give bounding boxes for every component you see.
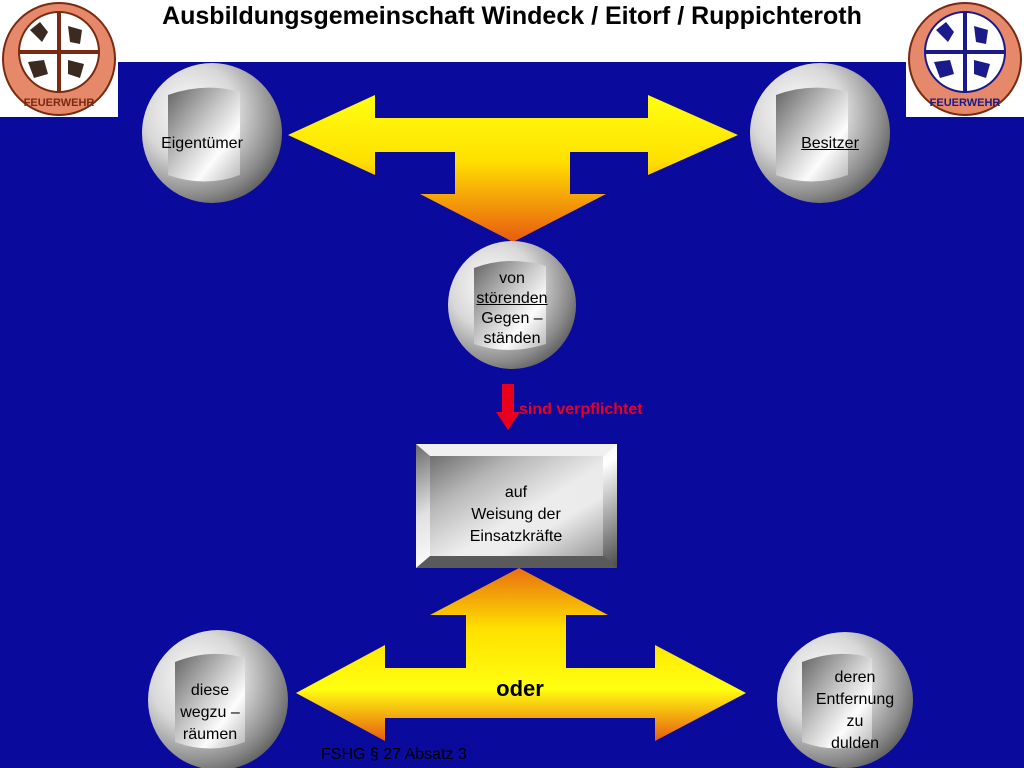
box-weisung	[416, 444, 617, 568]
besitzer-label: Besitzer	[801, 135, 859, 152]
bottom-double-arrow	[296, 568, 746, 741]
wegzu-line-3: räumen	[182, 726, 238, 743]
fire-brigade-logo-left: FEUERWEHR	[0, 0, 118, 117]
stoerend-line-1: von	[499, 270, 525, 287]
header: Ausbildungsgemeinschaft Windeck / Eitorf…	[0, 0, 1024, 62]
oder-label: oder	[496, 676, 544, 701]
dulden-line-4: dulden	[830, 735, 880, 752]
top-double-arrow	[288, 95, 738, 242]
stoerend-line-4: ständen	[483, 330, 541, 347]
down-arrow-icon	[496, 384, 520, 430]
dulden-line-1: deren	[834, 669, 876, 686]
wegzu-line-1: diese	[190, 682, 230, 699]
logo-text: FEUERWEHR	[24, 97, 95, 109]
weisung-label: auf Weisung der Einsatzkräfte	[436, 482, 596, 548]
ball-eigentuemer	[142, 63, 282, 203]
ball-besitzer	[750, 63, 890, 203]
weisung-line-2: Weisung der	[471, 506, 561, 523]
logo-text: FEUERWEHR	[930, 97, 1001, 109]
weisung-line-1: auf	[504, 484, 528, 501]
slide-title: Ausbildungsgemeinschaft Windeck / Eitorf…	[162, 2, 862, 30]
verpflichtet-label: sind verpflichtet	[519, 401, 643, 418]
footer-reference: FSHG § 27 Absatz 3	[321, 746, 467, 763]
ball-dulden	[777, 632, 913, 768]
stoerend-line-2: störenden	[476, 290, 548, 307]
dulden-label: deren Entfernung zu dulden	[790, 667, 920, 755]
dulden-line-3: zu	[846, 713, 864, 730]
weisung-line-3: Einsatzkräfte	[469, 528, 563, 545]
eigentuemer-label: Eigentümer	[161, 135, 243, 152]
stoerend-line-3: Gegen –	[481, 310, 543, 327]
wegzuraeumen-label: diese wegzu – räumen	[150, 680, 270, 746]
stoerende-gegenstaende-label: von störenden Gegen – ständen	[452, 269, 572, 349]
wegzu-line-2: wegzu –	[180, 704, 240, 721]
fire-brigade-logo-right: FEUERWEHR	[906, 0, 1024, 117]
ball-stoerende-gegenstaende	[448, 241, 576, 369]
ball-wegzuraeumen	[148, 630, 288, 768]
dulden-line-2: Entfernung	[815, 691, 895, 708]
